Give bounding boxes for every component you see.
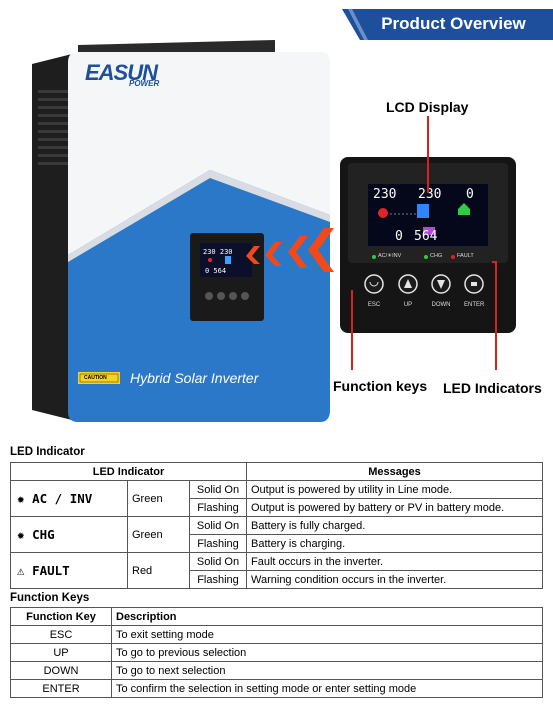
sun-icon: ✹ — [17, 491, 25, 506]
header-description: Description — [111, 607, 543, 626]
brand-logo-sub: POWER — [129, 79, 160, 88]
indicator-state: Flashing — [189, 534, 247, 553]
indicator-fault-label: FAULT — [32, 563, 70, 578]
function-description: To exit setting mode — [111, 625, 543, 644]
header-messages: Messages — [246, 462, 543, 481]
table-row: ESC To exit setting mode — [10, 625, 543, 644]
lcd-load: 0 — [466, 187, 474, 202]
function-key: UP — [10, 643, 112, 662]
lcd-zoom-panel: 230 230 0 0 564 AC/☀INV CHG FAULT ESC UP… — [340, 157, 516, 333]
indicator-chg-label: CHG — [32, 527, 55, 542]
indicator-message: Output is powered by battery or PV in ba… — [246, 498, 543, 517]
indicator-chg: ✹ CHG — [10, 516, 128, 553]
function-keys-table: Function Key Description ESC To exit set… — [10, 607, 543, 698]
lcd-in-voltage: 230 — [373, 187, 397, 202]
table-row: ✹ AC / INV Green Solid On Output is powe… — [10, 480, 543, 517]
indicator-message: Warning condition occurs in the inverter… — [246, 570, 543, 589]
indicator-message: Battery is fully charged. — [246, 516, 543, 535]
indicator-color: Green — [127, 480, 190, 517]
led-label-acinv: AC/☀INV — [378, 253, 402, 259]
brand-logo-text: EASUN — [85, 60, 158, 85]
header-banner: Product Overview — [342, 9, 553, 40]
sun-icon: ✹ — [17, 527, 25, 542]
function-key: ESC — [10, 625, 112, 644]
indicator-color: Green — [127, 516, 190, 553]
caution-label: CAUTION — [84, 375, 107, 381]
callout-lcd-display: LCD Display — [386, 99, 469, 115]
indicator-fault: ⚠ FAULT — [10, 552, 128, 589]
table-row: UP To go to previous selection — [10, 643, 543, 662]
function-key: ENTER — [10, 679, 112, 698]
indicator-message: Fault occurs in the inverter. — [246, 552, 543, 571]
table-row: Flashing Output is powered by battery or… — [11, 498, 543, 517]
page-title: Product Overview — [381, 14, 526, 33]
pointer-arrows — [246, 228, 334, 272]
led-label-chg: CHG — [430, 253, 443, 259]
led-indicator-table: LED Indicator Messages ✹ AC / INV Green … — [10, 462, 543, 589]
header-function-key: Function Key — [10, 607, 112, 626]
table-row: DOWN To go to next selection — [10, 661, 543, 680]
lcd-out-voltage: 230 — [418, 187, 442, 202]
indicator-state: Solid On — [189, 480, 247, 499]
indicator-message: Output is powered by utility in Line mod… — [246, 480, 543, 499]
lcd-bottom-right: 564 — [414, 229, 438, 244]
key-label-down: DOWN — [431, 302, 451, 308]
indicator-message: Battery is charging. — [246, 534, 543, 553]
table-row: ENTER To confirm the selection in settin… — [10, 679, 543, 698]
function-description: To confirm the selection in setting mode… — [111, 679, 543, 698]
svg-text:0 564: 0 564 — [205, 267, 226, 275]
function-key: DOWN — [10, 661, 112, 680]
warning-triangle-icon: ⚠ — [17, 563, 25, 578]
indicator-acinv: ✹ AC / INV — [10, 480, 128, 517]
function-description: To go to previous selection — [111, 643, 543, 662]
indicator-state: Solid On — [189, 552, 247, 571]
indicator-color: Red — [127, 552, 190, 589]
table-header-row: Function Key Description — [10, 607, 543, 626]
indicator-acinv-label: AC / INV — [32, 491, 93, 506]
header-led-indicator: LED Indicator — [10, 462, 247, 481]
callout-function-keys: Function keys — [333, 378, 428, 394]
indicator-state: Flashing — [189, 570, 247, 589]
key-label-esc: ESC — [367, 302, 381, 308]
indicator-state: Flashing — [189, 498, 247, 517]
table-row: ✹ CHG Green Solid On Battery is fully ch… — [10, 516, 543, 553]
function-description: To go to next selection — [111, 661, 543, 680]
function-keys-section-title: Function Keys — [10, 592, 90, 604]
lcd-bottom-left: 0 — [395, 229, 403, 244]
product-name: Hybrid Solar Inverter — [130, 370, 259, 386]
table-row: Flashing Warning condition occurs in the… — [11, 570, 543, 589]
table-header-row: LED Indicator Messages — [10, 462, 543, 481]
led-section-title: LED Indicator — [10, 446, 85, 458]
svg-text:230 230: 230 230 — [203, 248, 233, 256]
inverter-image: 230 230 0 564 EASUN POWER CAUTION Hybrid… — [30, 40, 330, 425]
indicator-state: Solid On — [189, 516, 247, 535]
key-label-enter: ENTER — [464, 302, 485, 308]
table-row: ⚠ FAULT Red Solid On Fault occurs in the… — [10, 552, 543, 589]
brand-logo: EASUN POWER — [85, 60, 160, 88]
led-label-fault: FAULT — [457, 253, 474, 259]
key-label-up: UP — [403, 302, 413, 308]
callout-led-indicators: LED Indicators — [443, 380, 542, 396]
